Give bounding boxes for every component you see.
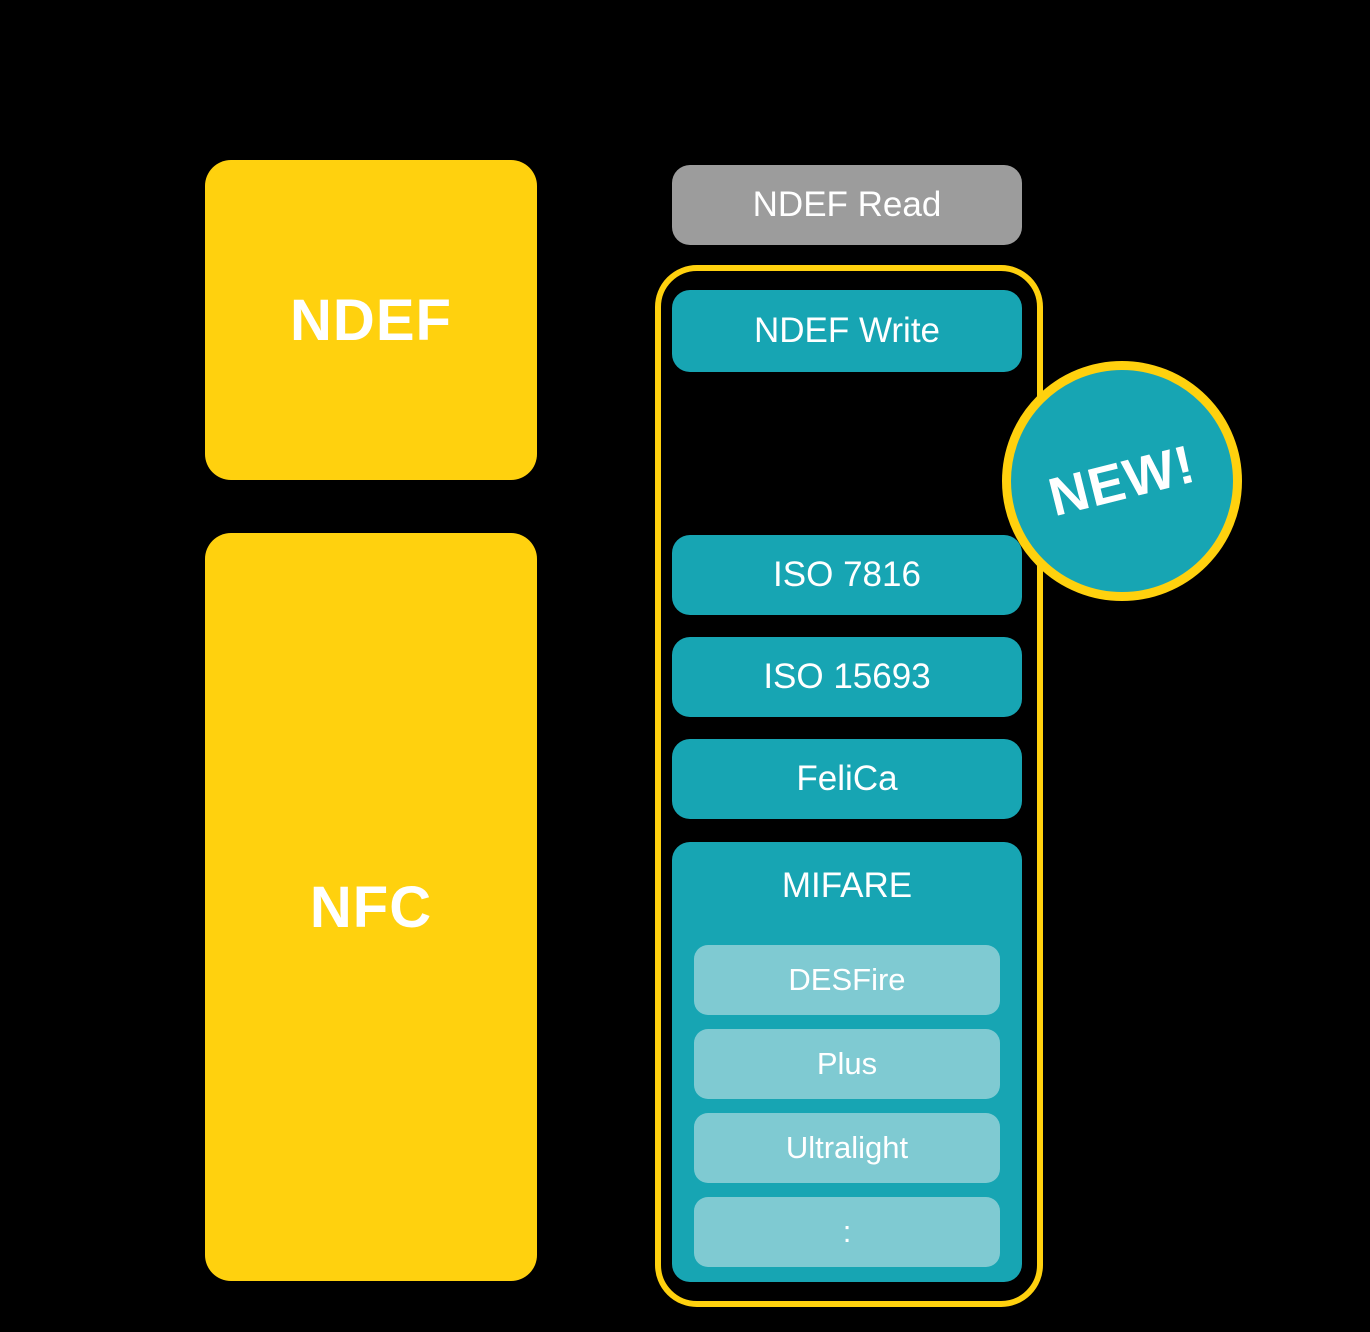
new-badge-label: NEW! [1042,433,1202,529]
iso-15693-label: ISO 15693 [763,657,931,696]
new-badge: NEW! [1002,361,1242,601]
iso-7816-label: ISO 7816 [773,555,921,594]
mifare-item-ellipsis-label: : [842,1214,852,1249]
ndef-category-label: NDEF [290,287,452,353]
mifare-item-plus-label: Plus [816,1046,878,1081]
mifare-item-ultralight-label: Ultralight [785,1130,909,1165]
ndef-category-box: NDEF [205,160,537,480]
nfc-category-box: NFC [205,533,537,1281]
ndef-write-label: NDEF Write [753,311,941,350]
felica-pill: FeliCa [672,739,1022,819]
iso-15693-pill: ISO 15693 [672,637,1022,717]
mifare-item-desfire: DESFire [694,945,1000,1015]
mifare-label: MIFARE [781,866,913,905]
mifare-item-desfire-label: DESFire [788,962,906,997]
new-capabilities-group: NDEF Write ISO 7816 ISO 15693 FeliCa MIF… [655,265,1043,1307]
mifare-item-plus: Plus [694,1029,1000,1099]
felica-label: FeliCa [796,759,898,798]
ndef-read-label: NDEF Read [752,185,942,224]
ndef-write-pill: NDEF Write [672,290,1022,372]
mifare-container: MIFARE DESFire Plus Ultralight : [672,842,1022,1282]
mifare-item-ultralight: Ultralight [694,1113,1000,1183]
mifare-item-ellipsis: : [694,1197,1000,1267]
nfc-category-label: NFC [309,874,433,940]
ndef-read-pill: NDEF Read [672,165,1022,245]
iso-7816-pill: ISO 7816 [672,535,1022,615]
